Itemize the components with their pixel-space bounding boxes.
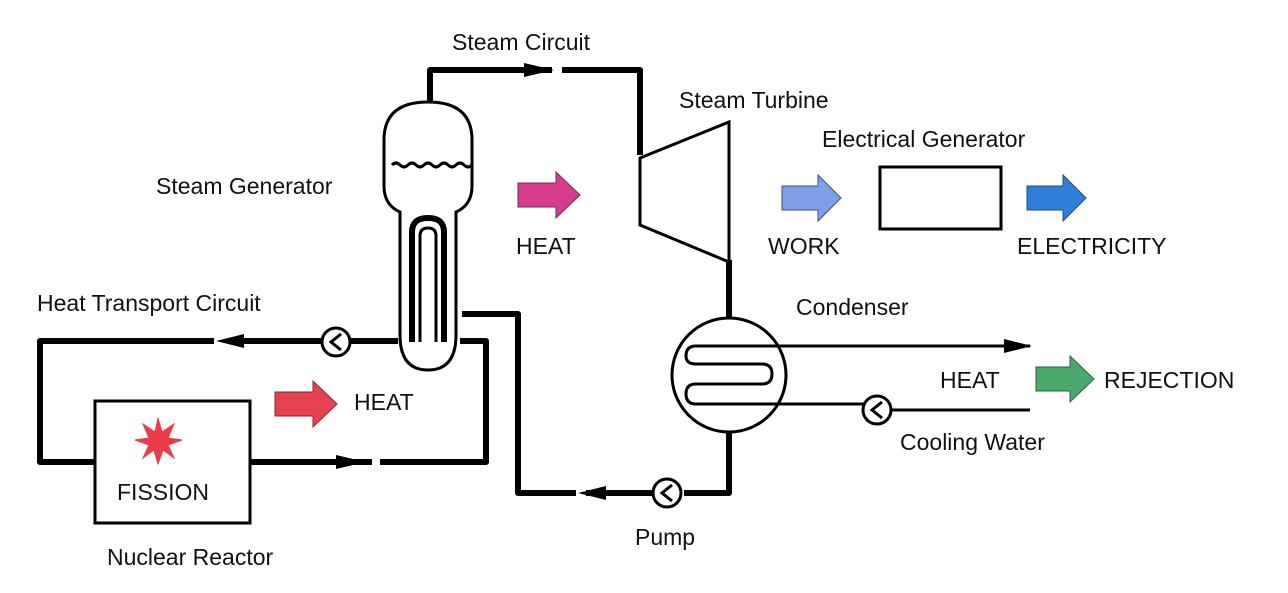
label-electricity: ELECTRICITY bbox=[1017, 233, 1167, 259]
flow-arrow-right bbox=[336, 455, 366, 469]
label-work: WORK bbox=[768, 233, 840, 259]
steam-generator bbox=[382, 100, 474, 372]
label-heat-turbine: HEAT bbox=[516, 233, 576, 259]
primary-pump-icon bbox=[320, 326, 352, 358]
fission-star-icon bbox=[134, 417, 183, 466]
flow-arrow-steam bbox=[524, 63, 554, 77]
label-heat-reactor: HEAT bbox=[354, 389, 414, 415]
cooling-pump-icon bbox=[861, 394, 893, 426]
label-fission: FISSION bbox=[117, 479, 209, 505]
label-steam-generator: Steam Generator bbox=[156, 173, 333, 199]
flow-arrow-left bbox=[216, 334, 244, 348]
work-arrow-icon bbox=[781, 173, 842, 223]
rejection-arrow-icon bbox=[1035, 354, 1095, 404]
heat-arrow-reactor-icon bbox=[274, 379, 338, 429]
electricity-arrow-icon bbox=[1026, 173, 1087, 223]
flow-arrow-return bbox=[578, 486, 606, 500]
steam-circuit bbox=[427, 63, 732, 500]
label-nuclear-reactor: Nuclear Reactor bbox=[107, 544, 274, 570]
feed-pump-icon bbox=[651, 477, 683, 509]
label-heat-rejection: HEAT bbox=[940, 367, 1000, 393]
label-pump: Pump bbox=[635, 524, 695, 550]
label-condenser: Condenser bbox=[796, 294, 909, 320]
label-electrical-generator: Electrical Generator bbox=[822, 126, 1026, 152]
nuclear-reactor bbox=[93, 399, 252, 525]
electrical-generator-box bbox=[878, 165, 1003, 231]
flow-arrow-condenser-out bbox=[1004, 339, 1032, 353]
label-rejection: REJECTION bbox=[1104, 367, 1234, 393]
heat-transport-circuit bbox=[37, 334, 489, 469]
condenser bbox=[670, 316, 1032, 434]
water-level-icon bbox=[390, 161, 474, 169]
label-steam-turbine: Steam Turbine bbox=[679, 87, 829, 113]
steam-turbine bbox=[638, 119, 731, 265]
heat-arrow-turbine-icon bbox=[517, 170, 581, 220]
label-heat-transport-circuit: Heat Transport Circuit bbox=[37, 290, 261, 316]
label-cooling-water: Cooling Water bbox=[900, 429, 1045, 455]
label-steam-circuit: Steam Circuit bbox=[452, 29, 591, 55]
